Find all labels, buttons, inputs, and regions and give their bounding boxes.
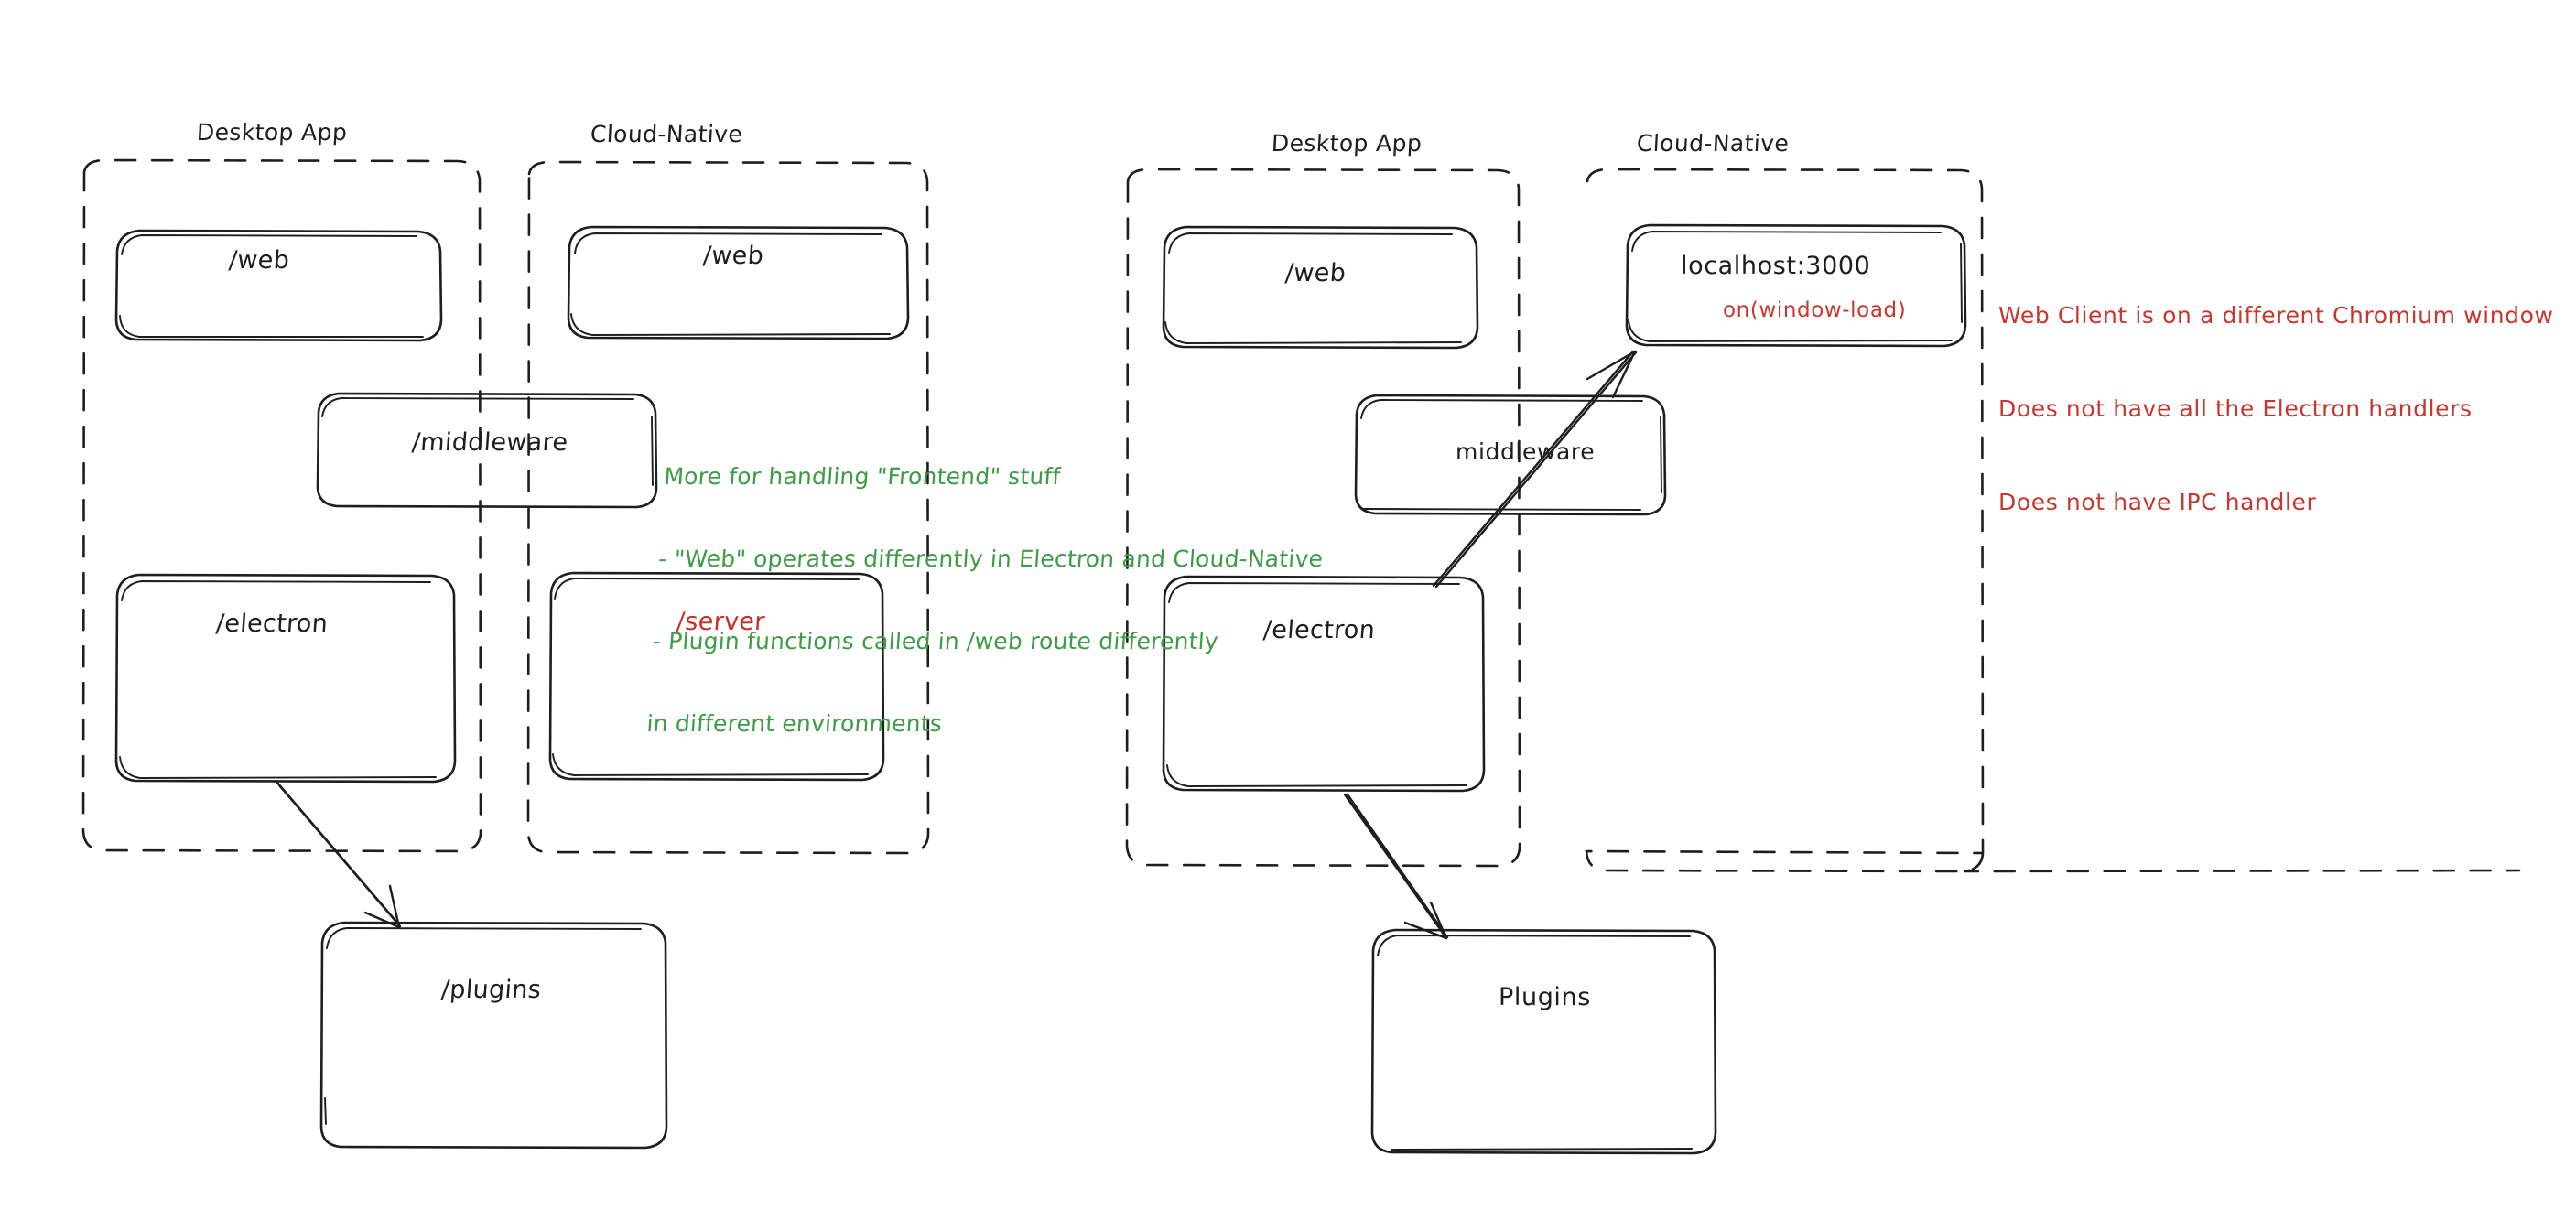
box-label-left-plugins: /plugins xyxy=(439,976,543,1004)
box-label-right-desktop-web: /web xyxy=(1283,259,1348,287)
box-label-left-cloud-web: /web xyxy=(701,242,765,270)
annotation-red-line-1: Web Client is on a different Chromium wi… xyxy=(1998,302,2554,329)
annotation-green-note: More for handling "Frontend" stuff - "We… xyxy=(642,408,1333,793)
arrow-right-electron-to-plugins xyxy=(1343,793,1449,940)
box-sublabel-right-localhost-onload: on(window-load) xyxy=(1723,298,1907,322)
group-label-left-desktop-app: Desktop App xyxy=(196,119,349,146)
box-label-left-desktop-web: /web xyxy=(227,246,291,275)
group-label-right-desktop-app: Desktop App xyxy=(1271,130,1423,157)
annotation-green-line-1: More for handling "Frontend" stuff xyxy=(663,463,1062,490)
box-label-left-electron: /electron xyxy=(214,610,330,638)
annotation-green-line-2: - "Web" operates differently in Electron… xyxy=(657,546,1325,572)
box-label-left-middleware: /middleware xyxy=(410,428,569,457)
box-label-right-localhost: localhost:3000 xyxy=(1681,252,1871,280)
arrow-right-electron-to-localhost xyxy=(1432,350,1638,589)
box-label-right-plugins: Plugins xyxy=(1499,983,1591,1011)
box-right-desktop-web xyxy=(1162,225,1479,350)
annotation-red-line-3: Does not have IPC handler xyxy=(1998,489,2317,515)
box-left-plugins xyxy=(319,921,668,1150)
group-label-left-cloud-native: Cloud-Native xyxy=(590,121,743,147)
box-label-right-electron: /electron xyxy=(1261,616,1377,644)
arrow-left-electron-to-plugins xyxy=(276,781,402,929)
group-label-right-cloud-native: Cloud-Native xyxy=(1636,130,1790,157)
annotation-green-line-4: in different environments xyxy=(645,710,944,737)
box-right-plugins xyxy=(1370,928,1717,1155)
annotation-green-line-3: - Plugin functions called in /web route … xyxy=(651,628,1219,654)
box-right-localhost xyxy=(1625,223,1967,348)
annotation-red-note: Web Client is on a different Chromium wi… xyxy=(1998,238,2554,580)
box-label-right-middleware: middleware xyxy=(1456,438,1596,465)
box-left-electron xyxy=(114,573,457,784)
annotation-red-line-2: Does not have all the Electron handlers xyxy=(1998,395,2473,422)
